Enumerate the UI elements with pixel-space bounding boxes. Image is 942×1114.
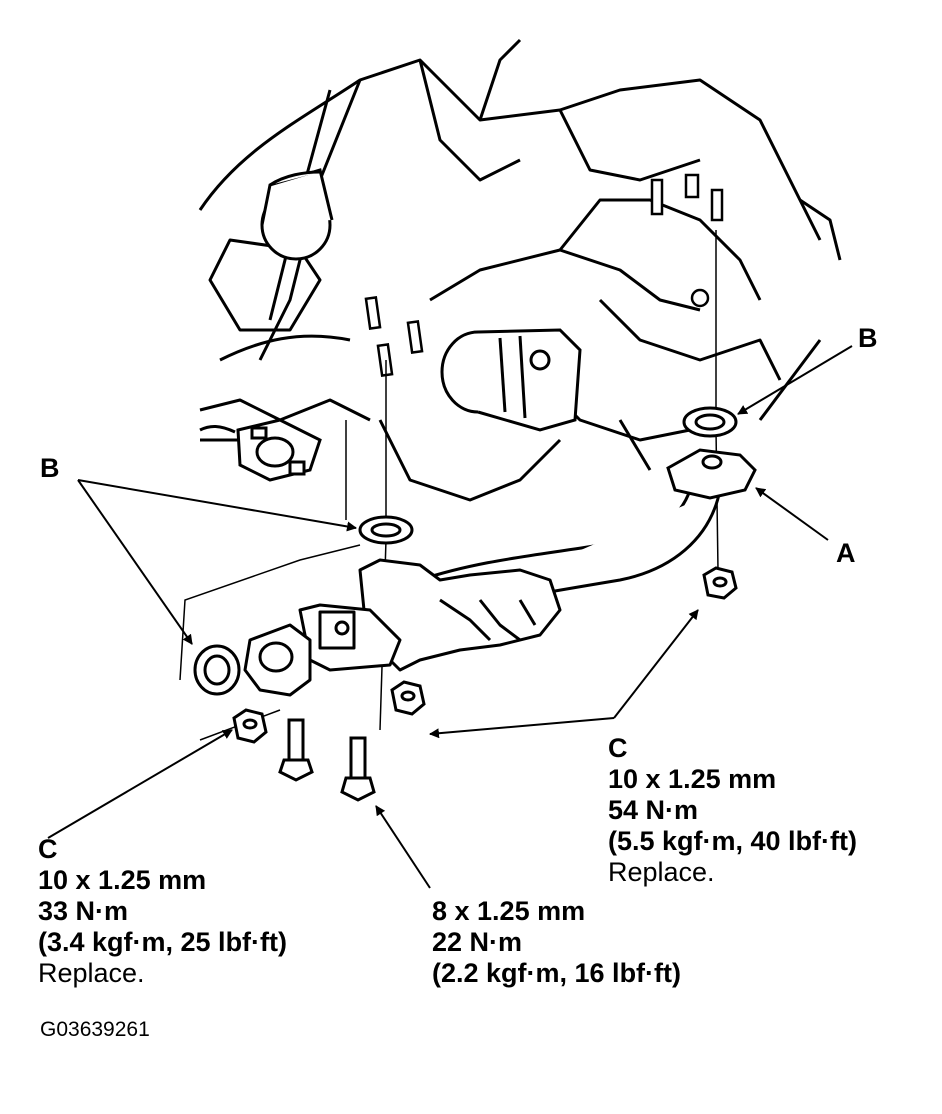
leader-b-left-2 [77, 479, 193, 645]
leader-a [755, 487, 829, 541]
spec-left-size: 10 x 1.25 mm [38, 865, 207, 895]
spec-left-torque: 33 N·m [38, 896, 129, 926]
bolt-left [278, 718, 314, 782]
spec-right-alt: (5.5 kgf·m, 40 lbf·ft) [608, 826, 858, 856]
spec-bolt-torque: 22 N·m [432, 927, 523, 957]
leader-b-right [737, 345, 853, 415]
flange-a [666, 448, 757, 500]
gaskets [193, 406, 738, 696]
spec-bolt-alt: (2.2 kgf·m, 16 lbf·ft) [432, 958, 682, 988]
figure-id: G03639261 [40, 1018, 150, 1041]
callout-c-left: C [38, 834, 58, 864]
spec-right-nut: C 10 x 1.25 mm 54 N·m (5.5 kgf·m, 40 lbf… [608, 733, 857, 888]
center-housing [440, 328, 582, 432]
spec-bolt: 8 x 1.25 mm 22 N·m (2.2 kgf·m, 16 lbf·ft… [432, 896, 681, 989]
leader-c-right-2 [429, 717, 615, 739]
front-pipe [243, 489, 722, 697]
spec-right-torque: 54 N·m [608, 795, 699, 825]
spec-left-note: Replace. [38, 958, 145, 988]
fasteners [232, 566, 738, 802]
spec-right-size: 10 x 1.25 mm [608, 764, 777, 794]
oil-filter [260, 168, 334, 261]
callout-c-right: C [608, 733, 628, 763]
spec-right-note: Replace. [608, 857, 715, 887]
leader-c-left [47, 729, 233, 839]
leader-b-left-1 [77, 479, 357, 532]
mounting-studs [364, 173, 724, 377]
manifold-flange-left [236, 418, 322, 482]
callout-b-right: B [858, 323, 878, 353]
bolt-center [340, 736, 376, 802]
spec-left-alt: (3.4 kgf·m, 25 lbf·ft) [38, 927, 288, 957]
leader-bolt [375, 805, 431, 889]
leader-c-right-1 [613, 609, 699, 719]
callout-a: A [836, 538, 856, 568]
spec-bolt-size: 8 x 1.25 mm [432, 896, 586, 926]
leader-lines [47, 345, 853, 889]
vehicle-underbody [198, 38, 842, 502]
spec-left-nut: C 10 x 1.25 mm 33 N·m (3.4 kgf·m, 25 lbf… [38, 834, 287, 989]
callout-b-left: B [40, 453, 60, 483]
